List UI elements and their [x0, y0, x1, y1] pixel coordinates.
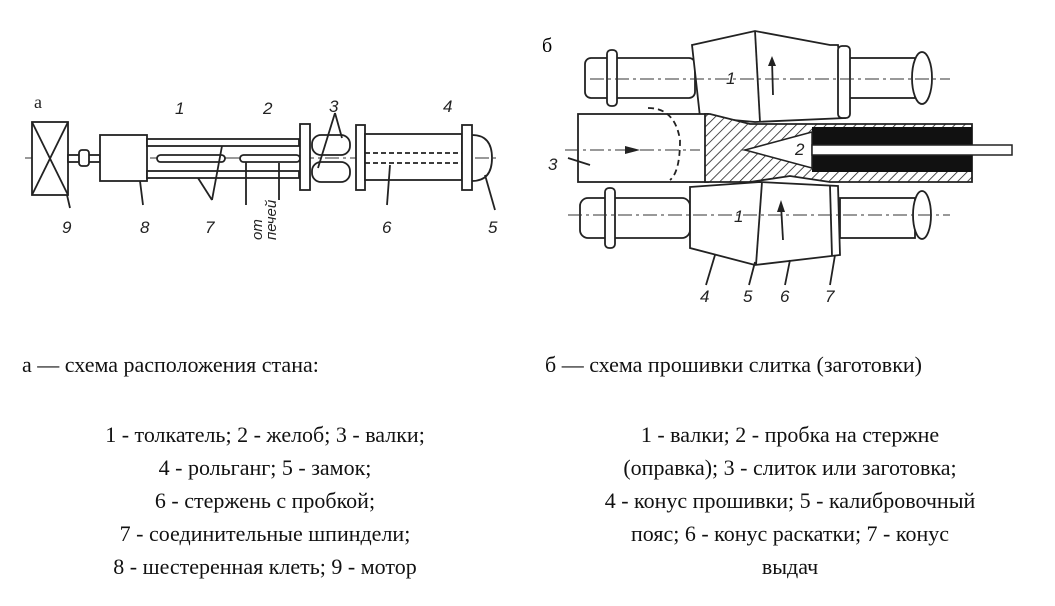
motor [31, 121, 69, 196]
diagram-b-letter: б [542, 35, 552, 57]
lower-roll: 1 [568, 181, 950, 266]
roller-table [364, 133, 463, 181]
svg-text:печей: печей [263, 199, 280, 240]
legend-a-line: 7 - соединительные шпиндели; [119, 521, 411, 546]
spindles [146, 138, 300, 179]
label-3: 3 [548, 155, 558, 174]
roll-stand-flange [355, 124, 366, 191]
legend-b-line: выдач [761, 554, 819, 579]
leader-lines [567, 157, 836, 286]
label-7: 7 [825, 287, 835, 306]
rolls [311, 134, 351, 183]
ingot [565, 107, 709, 183]
coupling [78, 149, 90, 167]
mill-layout-diagram: а [25, 92, 500, 240]
label-9: 9 [62, 218, 72, 237]
caption-a-title: а — схема расположения стана: [22, 352, 319, 377]
label-3: 3 [329, 97, 339, 116]
legend-a: 1 - толкатель; 2 - желоб; 3 - валки; 4 -… [10, 418, 520, 583]
label-4: 4 [443, 97, 452, 116]
label-8: 8 [140, 218, 150, 237]
legend-b-line: (оправка); 3 - слиток или заготовка; [623, 455, 957, 480]
legend-a-line: 1 - толкатель; 2 - желоб; 3 - валки; [105, 422, 425, 447]
pusher [156, 154, 226, 163]
diagram-a-letter: а [34, 92, 42, 112]
legend-b-line: 1 - валки; 2 - пробка на стержне [640, 422, 940, 447]
piercing-diagram: б 1 2 [542, 30, 1013, 306]
label-6: 6 [780, 287, 790, 306]
legend-b-line: 4 - конус прошивки; 5 - калибровочный [604, 488, 976, 513]
label-1-upper: 1 [726, 69, 735, 88]
lock [471, 134, 493, 182]
legend-a-line: 6 - стержень с пробкой; [154, 488, 376, 513]
label-2: 2 [794, 140, 805, 159]
pinion-stand [99, 134, 148, 182]
label-1-lower: 1 [734, 207, 743, 226]
upper-roll: 1 [584, 30, 950, 123]
legend-a-line: 8 - шестеренная клеть; 9 - мотор [113, 554, 417, 579]
label-2: 2 [262, 99, 273, 118]
label-6: 6 [382, 218, 392, 237]
label-7: 7 [205, 218, 215, 237]
label-5: 5 [488, 218, 498, 237]
svg-text:от: от [249, 219, 266, 240]
leader-lines [66, 112, 496, 211]
label-5: 5 [743, 287, 753, 306]
legend-b-line: пояс; 6 - конус раскатки; 7 - конус [631, 521, 949, 546]
label-1: 1 [175, 99, 184, 118]
pierced-tube: 2 [704, 113, 1013, 183]
lock-flange [461, 124, 473, 191]
from-furnaces-label: от печей [249, 199, 280, 240]
roll-stand-flange [299, 123, 311, 191]
label-4: 4 [700, 287, 709, 306]
mandrel-rod [811, 144, 1013, 156]
trough [239, 154, 301, 163]
legend-b: 1 - валки; 2 - пробка на стержне (оправк… [520, 418, 1055, 583]
caption-b-title: б — схема прошивки слитка (заготовки) [545, 352, 922, 377]
legend-a-line: 4 - рольганг; 5 - замок; [158, 455, 372, 480]
